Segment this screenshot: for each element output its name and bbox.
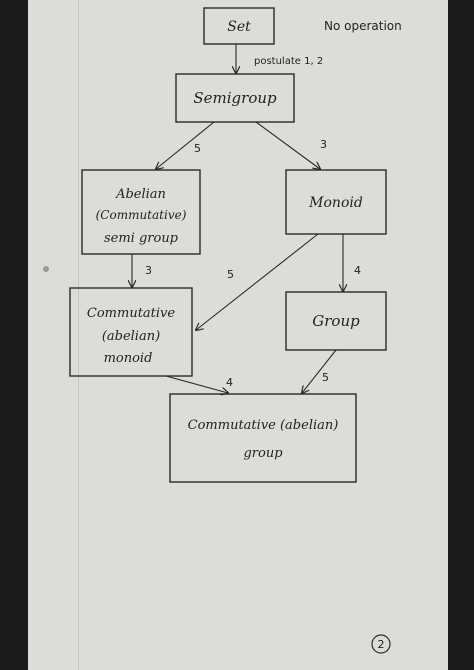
- edge-label-commutative-monoid-commutative-group: 4: [226, 376, 233, 389]
- commutative-monoid-label-2: (abelian): [102, 329, 160, 344]
- semigroup-label: Semigroup: [193, 89, 277, 107]
- edge-commutative-monoid-commutative-group: [165, 375, 228, 393]
- abelian-semigroup-label-3: semi group: [104, 231, 179, 246]
- set-box: [203, 7, 275, 45]
- commutative-group-label-2: group: [243, 446, 283, 461]
- punch-hole: [43, 266, 49, 272]
- monoid-box: [285, 169, 387, 235]
- no-operation-note: No operation: [324, 19, 402, 33]
- abelian-semigroup-label-1: Abelian: [115, 187, 166, 202]
- abelian-semigroup-box: [81, 169, 201, 255]
- margin-line: [78, 0, 79, 670]
- commutative-group-box: [169, 393, 357, 483]
- set-label: Set: [227, 19, 251, 35]
- edge-group-commutative-group: [302, 349, 337, 393]
- edge-label-abelian-commutative-monoid: 3: [145, 264, 152, 277]
- semigroup-box: [175, 73, 295, 123]
- abelian-semigroup-label-2: (Commutative): [96, 208, 187, 222]
- commutative-monoid-label-3: monoid: [104, 351, 153, 366]
- monoid-label: Monoid: [308, 195, 363, 211]
- edge-label-monoid-group: 4: [354, 264, 361, 277]
- notebook-page: [28, 0, 448, 670]
- page-number-circle: [371, 634, 391, 654]
- commutative-monoid-label-1: Commutative: [87, 306, 176, 321]
- postulate-note: postulate 1, 2: [254, 56, 323, 67]
- edge-semigroup-abelian: [156, 121, 215, 169]
- edge-label-semigroup-abelian: 5: [194, 142, 201, 155]
- edge-label-monoid-commutative-monoid: 5: [227, 268, 234, 281]
- page-number: 2: [378, 638, 385, 651]
- edge-label-group-commutative-group: 5: [322, 371, 329, 384]
- commutative-monoid-box: [69, 287, 193, 377]
- edge-monoid-commutative-monoid: [196, 233, 319, 330]
- edge-label-semigroup-monoid: 3: [320, 138, 327, 151]
- edge-semigroup-monoid: [255, 121, 320, 169]
- commutative-group-label-1: Commutative (abelian): [188, 418, 339, 433]
- group-label: Group: [312, 312, 360, 330]
